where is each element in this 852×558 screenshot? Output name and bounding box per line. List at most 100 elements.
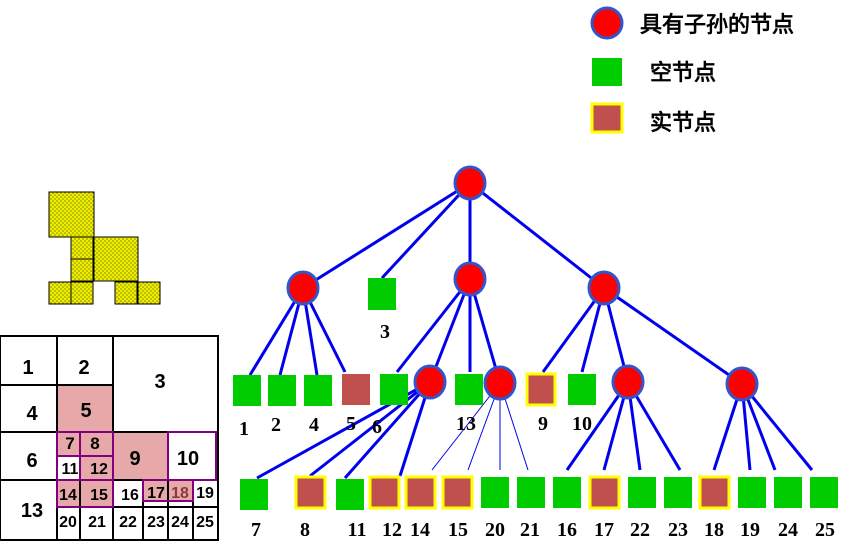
empty-node: [304, 375, 332, 406]
empty-node: [380, 374, 408, 405]
tree-edges: [248, 181, 814, 480]
grid-cell-15: 15: [90, 487, 108, 504]
node-label: 4: [309, 414, 319, 436]
empty-node: [336, 479, 364, 510]
level2-leaves: [233, 372, 596, 407]
empty-node: [233, 375, 261, 406]
solid-node: [441, 475, 474, 510]
node-label: 12: [382, 519, 402, 541]
node-label: 10: [572, 413, 592, 435]
node-label: 3: [380, 321, 390, 343]
grid-cell-7: 7: [65, 434, 74, 453]
empty-node: [664, 477, 692, 508]
node-label: 17: [594, 519, 614, 541]
grid-cell-6: 6: [26, 450, 37, 472]
node-label: 5: [346, 413, 356, 435]
internal-node: [725, 366, 759, 402]
node-label: 22: [630, 519, 650, 541]
solid-node: [525, 372, 557, 407]
quadtree-grid: 1 2 3 4 5 6 7 8 9 10 11 12 13 14 15 16 1…: [0, 335, 219, 541]
empty-node: [368, 278, 396, 310]
grid-cell-5: 5: [80, 400, 91, 422]
internal-node: [413, 364, 447, 400]
node-label: 24: [778, 519, 798, 541]
grid-cell-13: 13: [21, 500, 43, 522]
grid-cell-18: 18: [171, 485, 189, 502]
legend: 具有子孙的节点 空节点 实节点: [590, 6, 794, 136]
grid-cell-21: 21: [88, 514, 106, 531]
empty-node: [240, 479, 268, 510]
grid-cell-4: 4: [26, 403, 38, 425]
internal-node: [483, 365, 517, 401]
legend-internal-node-label: 具有子孙的节点: [640, 12, 794, 38]
empty-node: [628, 477, 656, 508]
legend-solid-node-label: 实节点: [650, 110, 716, 136]
empty-node: [455, 374, 483, 405]
legend-solid-node-icon: [590, 102, 624, 134]
solid-node: [368, 475, 401, 510]
node-label: 18: [704, 519, 724, 541]
grid-cell-25: 25: [196, 514, 214, 531]
empty-node: [268, 375, 296, 406]
grid-cell-24: 24: [171, 514, 189, 531]
node-label: 14: [410, 519, 430, 541]
level3-leaves: [240, 475, 838, 510]
grid-cell-2: 2: [78, 357, 89, 379]
empty-node: [517, 477, 545, 508]
node-label: 16: [557, 519, 577, 541]
grid-cell-12: 12: [90, 461, 108, 478]
empty-node: [774, 477, 802, 508]
solid-node: [342, 374, 370, 405]
internal-node: [587, 270, 621, 306]
legend-empty-node-label: 空节点: [650, 60, 716, 86]
node-label: 6: [372, 416, 382, 438]
level2-labels: 1 2 4 5 6 13 9 10: [239, 413, 592, 440]
solid-node: [294, 475, 327, 510]
node-label: 15: [448, 519, 468, 541]
node-label: 7: [251, 519, 261, 541]
internal-node: [286, 270, 320, 306]
level3-labels: 7 8 11 12 14 15 20 21 16 17 22 23 18 19 …: [251, 519, 835, 541]
node-label: 25: [815, 519, 835, 541]
solid-node: [588, 475, 621, 510]
grid-cell-9: 9: [129, 448, 140, 470]
grid-cell-8: 8: [90, 434, 99, 453]
grid-cell-14: 14: [59, 487, 77, 504]
legend-empty-node-icon: [592, 58, 622, 86]
node-label: 1: [239, 418, 249, 440]
empty-node: [553, 477, 581, 508]
solid-node: [698, 475, 731, 510]
node-label: 11: [348, 519, 367, 541]
empty-node: [738, 477, 766, 508]
node-label: 13: [456, 413, 476, 435]
node-label: 19: [740, 519, 760, 541]
grid-cell-23: 23: [147, 514, 165, 531]
grid-cell-11: 11: [62, 461, 79, 478]
empty-node: [481, 477, 509, 508]
empty-node: [810, 477, 838, 508]
root-node: [453, 165, 487, 201]
grid-cell-22: 22: [119, 514, 137, 531]
internal-node: [611, 364, 645, 400]
node-label: 20: [485, 519, 505, 541]
grid-cell-19: 19: [196, 485, 214, 502]
internal-node: [453, 261, 487, 297]
node-label: 21: [520, 519, 540, 541]
region-shape: [48, 191, 161, 305]
node-label: 9: [538, 413, 548, 435]
node-label: 2: [271, 414, 281, 436]
grid-cell-3: 3: [154, 371, 165, 393]
node-label: 23: [668, 519, 688, 541]
grid-cell-1: 1: [22, 357, 33, 379]
grid-cell-17: 17: [147, 485, 165, 502]
empty-node: [568, 374, 596, 405]
grid-cell-10: 10: [177, 448, 199, 470]
solid-node: [404, 475, 437, 510]
internal-nodes: [286, 165, 759, 402]
grid-cell-16: 16: [121, 487, 139, 504]
node-label: 8: [300, 519, 310, 541]
grid-cell-20: 20: [59, 514, 77, 531]
legend-internal-node-icon: [590, 6, 624, 40]
